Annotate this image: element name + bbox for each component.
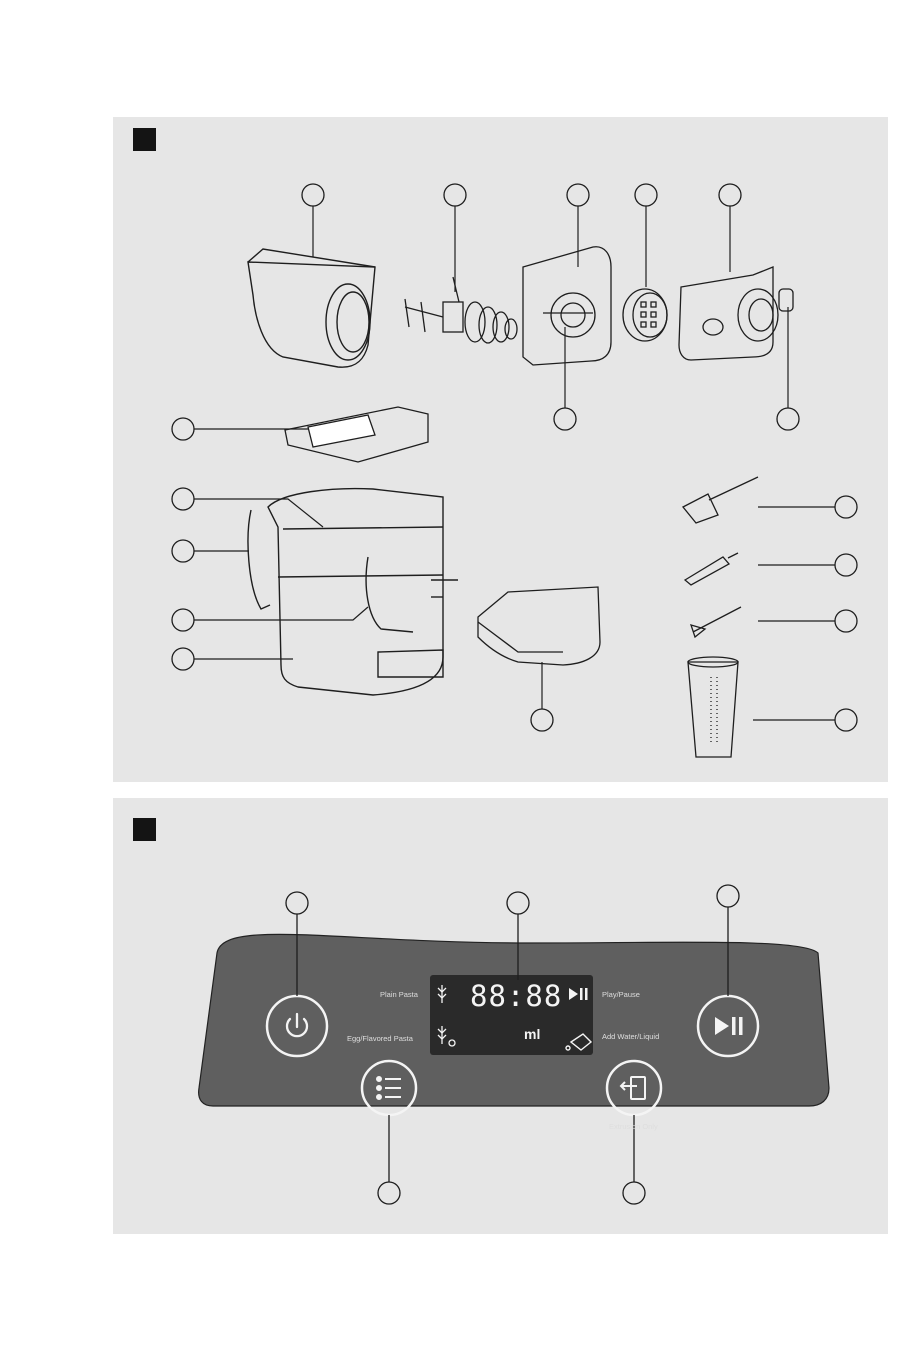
callout-circle <box>444 184 466 206</box>
dough-scraper-part <box>683 477 758 523</box>
cleaning-tool-part <box>685 553 738 585</box>
callout-circle <box>554 408 576 430</box>
plain-pasta-label: Plain Pasta <box>380 990 418 999</box>
callout-circle <box>172 609 194 631</box>
front-panel-part <box>679 267 793 360</box>
callout-circle <box>172 540 194 562</box>
parts-overview-panel <box>113 117 888 782</box>
parts-illustration <box>113 117 888 782</box>
front-cover-part <box>523 247 611 365</box>
extrusion-only-button[interactable] <box>607 1061 661 1115</box>
callout-circle <box>717 885 739 907</box>
mixing-paddle-part <box>405 277 517 343</box>
shaping-disc-part <box>623 289 667 341</box>
callout-circle <box>623 1182 645 1204</box>
drip-tray-part <box>478 587 600 665</box>
callout-circle <box>507 892 529 914</box>
play-pause-label: Play/Pause <box>602 990 640 999</box>
callout-circle <box>531 709 553 731</box>
add-water-liquid-label: Add Water/Liquid <box>602 1032 659 1041</box>
main-unit-part <box>248 489 458 695</box>
brush-part <box>691 607 741 637</box>
play-pause-button[interactable] <box>698 996 758 1056</box>
mixing-cup-part <box>248 249 375 367</box>
callout-circle <box>777 408 799 430</box>
callout-circle <box>835 610 857 632</box>
egg-flavored-pasta-label: Egg/Flavored Pasta <box>347 1034 413 1043</box>
power-button[interactable] <box>267 996 327 1056</box>
control-panel-figure: 88:88 ml Plain Pasta Egg/Flavored Pasta … <box>113 798 888 1234</box>
display-digits: 88:88 <box>470 979 562 1013</box>
callout-circle <box>302 184 324 206</box>
menu-button[interactable] <box>362 1061 416 1115</box>
callout-circle <box>172 418 194 440</box>
display-unit: ml <box>524 1026 540 1042</box>
callout-circle <box>835 709 857 731</box>
callout-circle <box>172 488 194 510</box>
callout-circle <box>378 1182 400 1204</box>
callout-circle <box>567 184 589 206</box>
callout-circle <box>835 496 857 518</box>
extrusion-only-label: Extrusion Only <box>609 1122 658 1131</box>
callout-circle <box>835 554 857 576</box>
lid-part <box>285 407 428 462</box>
callout-circle <box>172 648 194 670</box>
callout-circle <box>286 892 308 914</box>
callout-circle <box>719 184 741 206</box>
callout-circle <box>635 184 657 206</box>
measuring-cup-part <box>688 657 738 757</box>
control-panel-illustration <box>113 798 888 1234</box>
